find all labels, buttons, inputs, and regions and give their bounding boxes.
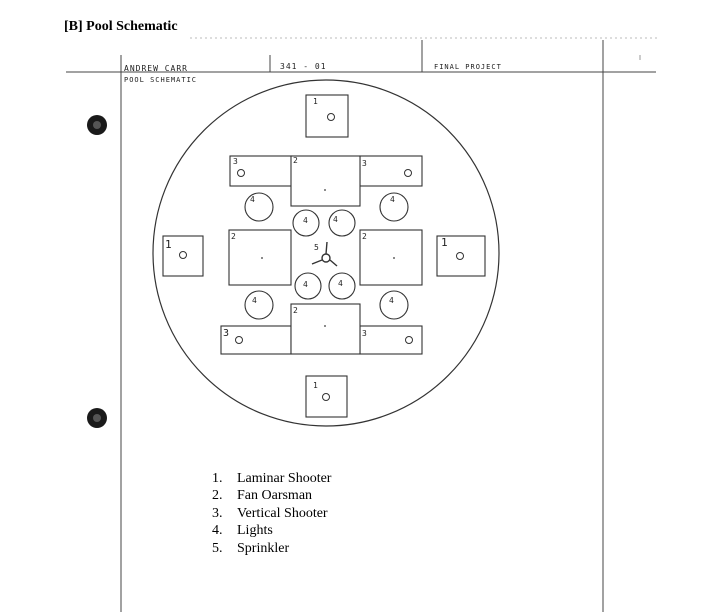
label-vertical: 3	[362, 159, 367, 168]
vertical-nozzle	[235, 336, 243, 344]
light-inner-2	[328, 209, 356, 237]
light-bottom-left	[244, 290, 274, 320]
fan-nozzle	[393, 257, 395, 259]
legend-item: 1. Laminar Shooter	[212, 470, 331, 487]
label-light: 4	[333, 215, 338, 224]
pool-outline	[152, 79, 500, 427]
light-top-left	[244, 192, 274, 222]
legend-label: Vertical Shooter	[237, 505, 328, 521]
legend-label: Lights	[237, 523, 273, 539]
light-inner-3	[294, 272, 322, 300]
title-block-project: FINAL PROJECT	[434, 63, 502, 71]
laminar-shooter-left	[162, 235, 204, 277]
label-laminar: 1	[313, 97, 318, 106]
legend-label: Fan Oarsman	[237, 488, 313, 504]
label-laminar: 1	[441, 236, 448, 249]
label-fan: 2	[293, 156, 298, 165]
fan-oarsman-top	[290, 155, 361, 207]
laminar-shooter-top	[305, 94, 349, 138]
laminar-nozzle	[456, 252, 464, 260]
fan-oarsman-left	[228, 229, 292, 286]
label-light: 4	[389, 296, 394, 305]
label-laminar: 1	[313, 381, 318, 390]
label-light: 4	[338, 279, 343, 288]
laminar-nozzle	[179, 251, 187, 259]
binder-hole-center	[93, 121, 101, 129]
label-light: 4	[250, 195, 255, 204]
fan-nozzle	[261, 257, 263, 259]
label-sprinkler: 5	[314, 243, 319, 252]
laminar-shooter-right	[436, 235, 486, 277]
light-inner-4	[328, 272, 356, 300]
legend-label: Sprinkler	[237, 540, 290, 556]
fan-oarsman-bottom	[290, 303, 361, 355]
label-laminar: 1	[165, 238, 172, 251]
sprinkler	[311, 241, 338, 267]
binder-hole-center	[93, 414, 101, 422]
vertical-shooter-top-left	[229, 155, 293, 187]
legend-item: 4. Lights	[212, 522, 331, 539]
legend-number: 5.	[212, 540, 223, 556]
label-fan: 2	[231, 232, 236, 241]
laminar-shooter-bottom	[305, 375, 348, 418]
label-light: 4	[303, 216, 308, 225]
label-fan: 2	[362, 232, 367, 241]
title-block-drawing-title: POOL SCHEMATIC	[124, 76, 198, 84]
light-top-right	[379, 192, 409, 222]
legend-number: 1.	[212, 471, 223, 486]
vertical-nozzle	[237, 169, 245, 177]
label-fan: 2	[293, 306, 298, 315]
title-block-course-code: 341 - 01	[280, 62, 327, 71]
laminar-nozzle	[322, 393, 330, 401]
legend-list: 1. Laminar Shooter 2. Fan Oarsman 3. Vertic…	[212, 470, 331, 557]
legend-item: 5. Sprinkler	[212, 540, 331, 557]
legend-label: Laminar Shooter	[237, 471, 332, 486]
fan-oarsman-right	[359, 229, 423, 286]
label-vertical: 3	[362, 329, 367, 338]
fan-nozzle	[324, 325, 326, 327]
light-inner-1	[292, 209, 320, 237]
legend-item: 2. Fan Oarsman	[212, 487, 331, 504]
vertical-shooter-top-right	[359, 155, 423, 187]
label-light: 4	[390, 195, 395, 204]
title-block-frame	[66, 37, 660, 612]
vertical-nozzle	[404, 169, 412, 177]
vertical-shooter-bottom-left	[220, 325, 292, 355]
legend-number: 4.	[212, 523, 223, 539]
vertical-nozzle	[405, 336, 413, 344]
section-title: [B] Pool Schematic	[64, 19, 178, 34]
legend-number: 2.	[212, 488, 223, 504]
label-vertical: 3	[233, 157, 238, 166]
legend-item: 3. Vertical Shooter	[212, 505, 331, 522]
label-light: 4	[303, 280, 308, 289]
legend-number: 3.	[212, 505, 223, 521]
fan-nozzle	[324, 189, 326, 191]
label-vertical: 3	[223, 328, 229, 339]
title-block-name: ANDREW CARR	[124, 64, 188, 73]
laminar-nozzle	[327, 113, 335, 121]
label-light: 4	[252, 296, 257, 305]
light-bottom-right	[379, 290, 409, 320]
